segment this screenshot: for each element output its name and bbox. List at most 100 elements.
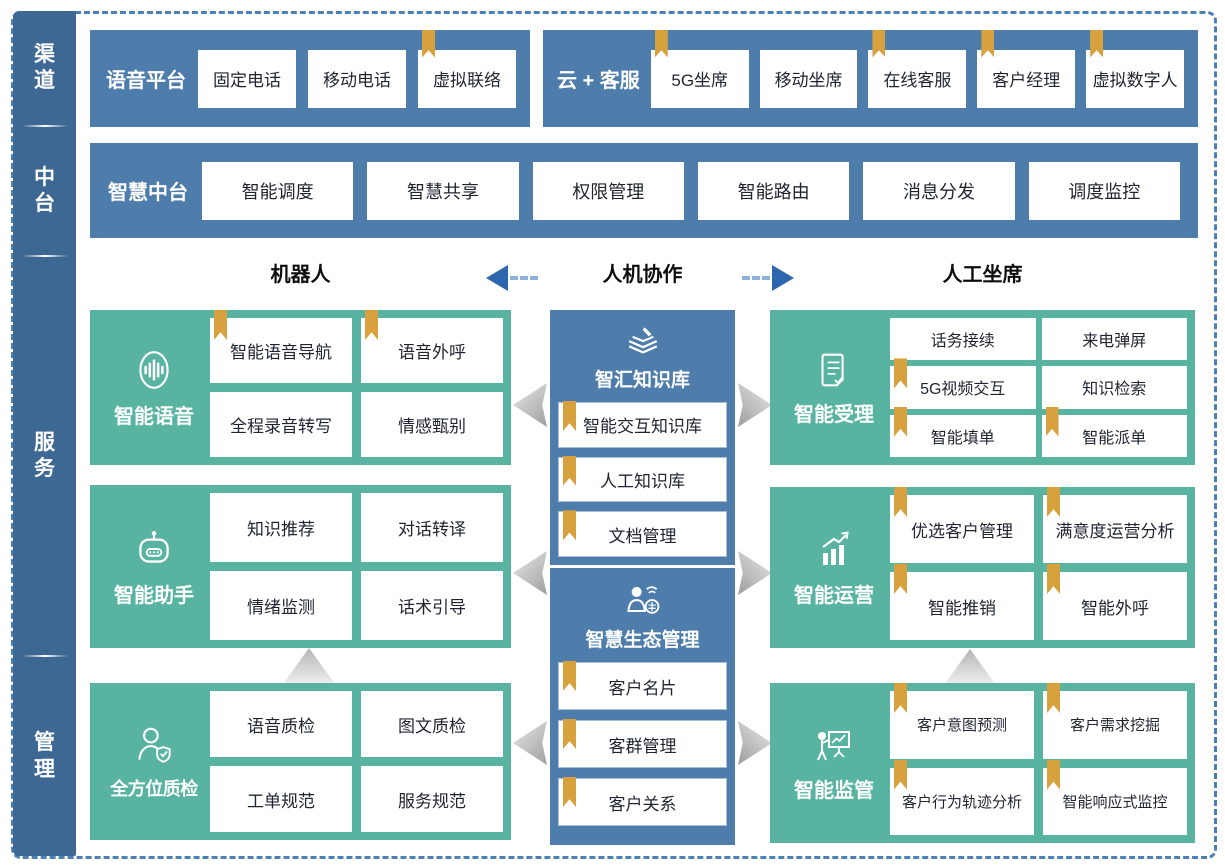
feature-box: 对话转译 (361, 493, 503, 562)
sidebar-item-management: 管理 (13, 657, 76, 856)
section-title: 全方位质检 (110, 779, 198, 799)
bookmark-icon (894, 759, 907, 790)
feature-label: 客户需求挖掘 (1069, 717, 1160, 735)
bookmark-icon (894, 487, 907, 517)
feature-box: 话务接续 (890, 318, 1036, 361)
divider (21, 125, 68, 127)
arrowhead-right (772, 265, 794, 291)
band-title: 智慧中台 (108, 182, 188, 204)
dashed-tail (510, 276, 538, 280)
document-check-icon (813, 349, 855, 391)
feature-box: 客户关系 (558, 777, 727, 826)
bookmark-icon (894, 683, 907, 713)
feature-label: 客群管理 (608, 736, 677, 756)
bookmark-icon (1047, 487, 1060, 517)
feature-label: 消息分发 (902, 181, 975, 202)
feature-label: 智能推销 (928, 598, 996, 618)
bookmark-icon (365, 310, 378, 340)
sidebar-item-midplatform: 中台 (13, 127, 76, 255)
feature-label: 移动坐席 (774, 71, 843, 90)
feature-label: 智能外呼 (1081, 598, 1149, 618)
bookmark-icon (894, 406, 907, 437)
bookmark-icon (894, 358, 907, 389)
feature-label: 客户关系 (608, 794, 677, 814)
feature-label: 话务接续 (930, 333, 995, 351)
feature-label: 客户经理 (992, 71, 1061, 90)
section-title: 智能受理 (794, 403, 874, 426)
feature-box: 知识检索 (1041, 366, 1187, 409)
feature-box: 智能响应式监控 (1043, 759, 1187, 835)
bookmark-icon (563, 401, 576, 431)
feature-label: 客户意图预测 (916, 717, 1007, 735)
feature-box: 固定电话 (198, 49, 296, 108)
bookmark-icon (1047, 759, 1060, 790)
sidebar-label: 中台 (34, 165, 55, 215)
feature-label: 优选客户管理 (911, 521, 1013, 541)
feature-box: 智能外呼 (1043, 564, 1187, 640)
feature-label: 情感甄别 (398, 417, 466, 436)
feature-box: 话术引导 (361, 571, 503, 640)
feature-label: 人工知识库 (600, 472, 685, 491)
bookmark-icon (563, 661, 576, 691)
bookmark-icon (214, 310, 227, 340)
feature-label: 话术引导 (398, 598, 466, 617)
bookmark-icon (563, 777, 576, 807)
feature-label: 权限管理 (572, 181, 645, 202)
bookmark-icon (1045, 406, 1059, 437)
feature-box: 消息分发 (863, 161, 1015, 220)
inspector-person-icon (131, 722, 177, 768)
feature-box: 图文质检 (361, 691, 503, 757)
feature-label: 语音质检 (247, 716, 315, 736)
feature-label: 虚拟联络 (433, 71, 501, 90)
feature-label: 来电弹屏 (1082, 333, 1147, 351)
feature-label: 服务规范 (398, 791, 466, 811)
bookmark-icon (563, 719, 576, 749)
bookmark-icon (563, 510, 576, 541)
band-title: 云 + 客服 (557, 70, 640, 92)
robot-column-header: 机器人 (270, 264, 331, 286)
voice-waveform-icon (131, 347, 177, 393)
feature-box: 客户需求挖掘 (1043, 683, 1187, 759)
feature-label: 调度监控 (1068, 181, 1141, 202)
bookmark-icon (1047, 564, 1060, 594)
feature-label: 客户行为轨迹分析 (901, 793, 1022, 811)
feature-label: 5G视频交互 (920, 381, 1006, 399)
feature-label: 智能调度 (241, 181, 314, 202)
bookmark-icon (872, 29, 886, 58)
section-smart-assistant: 智能助手 知识推荐 对话转译 情绪监测 话术引导 (90, 485, 511, 648)
feature-box: 情感甄别 (361, 392, 503, 457)
feature-box: 客群管理 (558, 719, 727, 768)
section-smart-acceptance: 智能受理 话务接续 来电弹屏 5G视频交互 知识检索 智能填单 智能派单 (770, 310, 1195, 465)
divider (21, 655, 68, 657)
left-arrow-icon (486, 265, 538, 291)
agent-column-header: 人工坐席 (942, 264, 1023, 286)
robot-icon (131, 526, 177, 572)
feature-box: 知识推荐 (210, 493, 352, 562)
feature-box: 智能路由 (697, 161, 850, 220)
section-title: 智慧生态管理 (585, 630, 700, 651)
sidebar-item-channel: 渠道 (13, 11, 76, 125)
feature-box: 智能填单 (890, 406, 1036, 457)
feature-box: 智能派单 (1041, 406, 1187, 457)
feature-label: 智慧共享 (406, 181, 479, 202)
dashed-tail (742, 276, 770, 280)
bookmark-icon (894, 564, 907, 594)
feature-box: 全程录音转写 (210, 392, 352, 457)
feature-label: 智能派单 (1082, 429, 1147, 447)
feature-box: 调度监控 (1028, 161, 1180, 220)
section-title: 智汇知识库 (594, 370, 690, 391)
feature-label: 智能路由 (737, 181, 810, 202)
collaboration-header: 人机协作 (602, 264, 683, 286)
arrowhead-left (486, 265, 508, 291)
section-quality-check: 全方位质检 语音质检 图文质检 工单规范 服务规范 (90, 683, 511, 840)
feature-label: 在线客服 (883, 71, 952, 90)
section-title: 智能运营 (794, 584, 874, 607)
feature-label: 智能填单 (930, 429, 995, 447)
feature-label: 5G坐席 (671, 71, 729, 90)
feature-box: 智能调度 (202, 161, 354, 220)
feature-box: 来电弹屏 (1041, 318, 1187, 361)
section-knowledge-base: 智汇知识库 智能交互知识库 人工知识库 文档管理 (550, 310, 735, 565)
feature-label: 对话转译 (398, 520, 466, 539)
section-smart-supervision: 智能监管 客户意图预测 客户需求挖掘 客户行为轨迹分析 智能响应式监控 (770, 683, 1195, 843)
